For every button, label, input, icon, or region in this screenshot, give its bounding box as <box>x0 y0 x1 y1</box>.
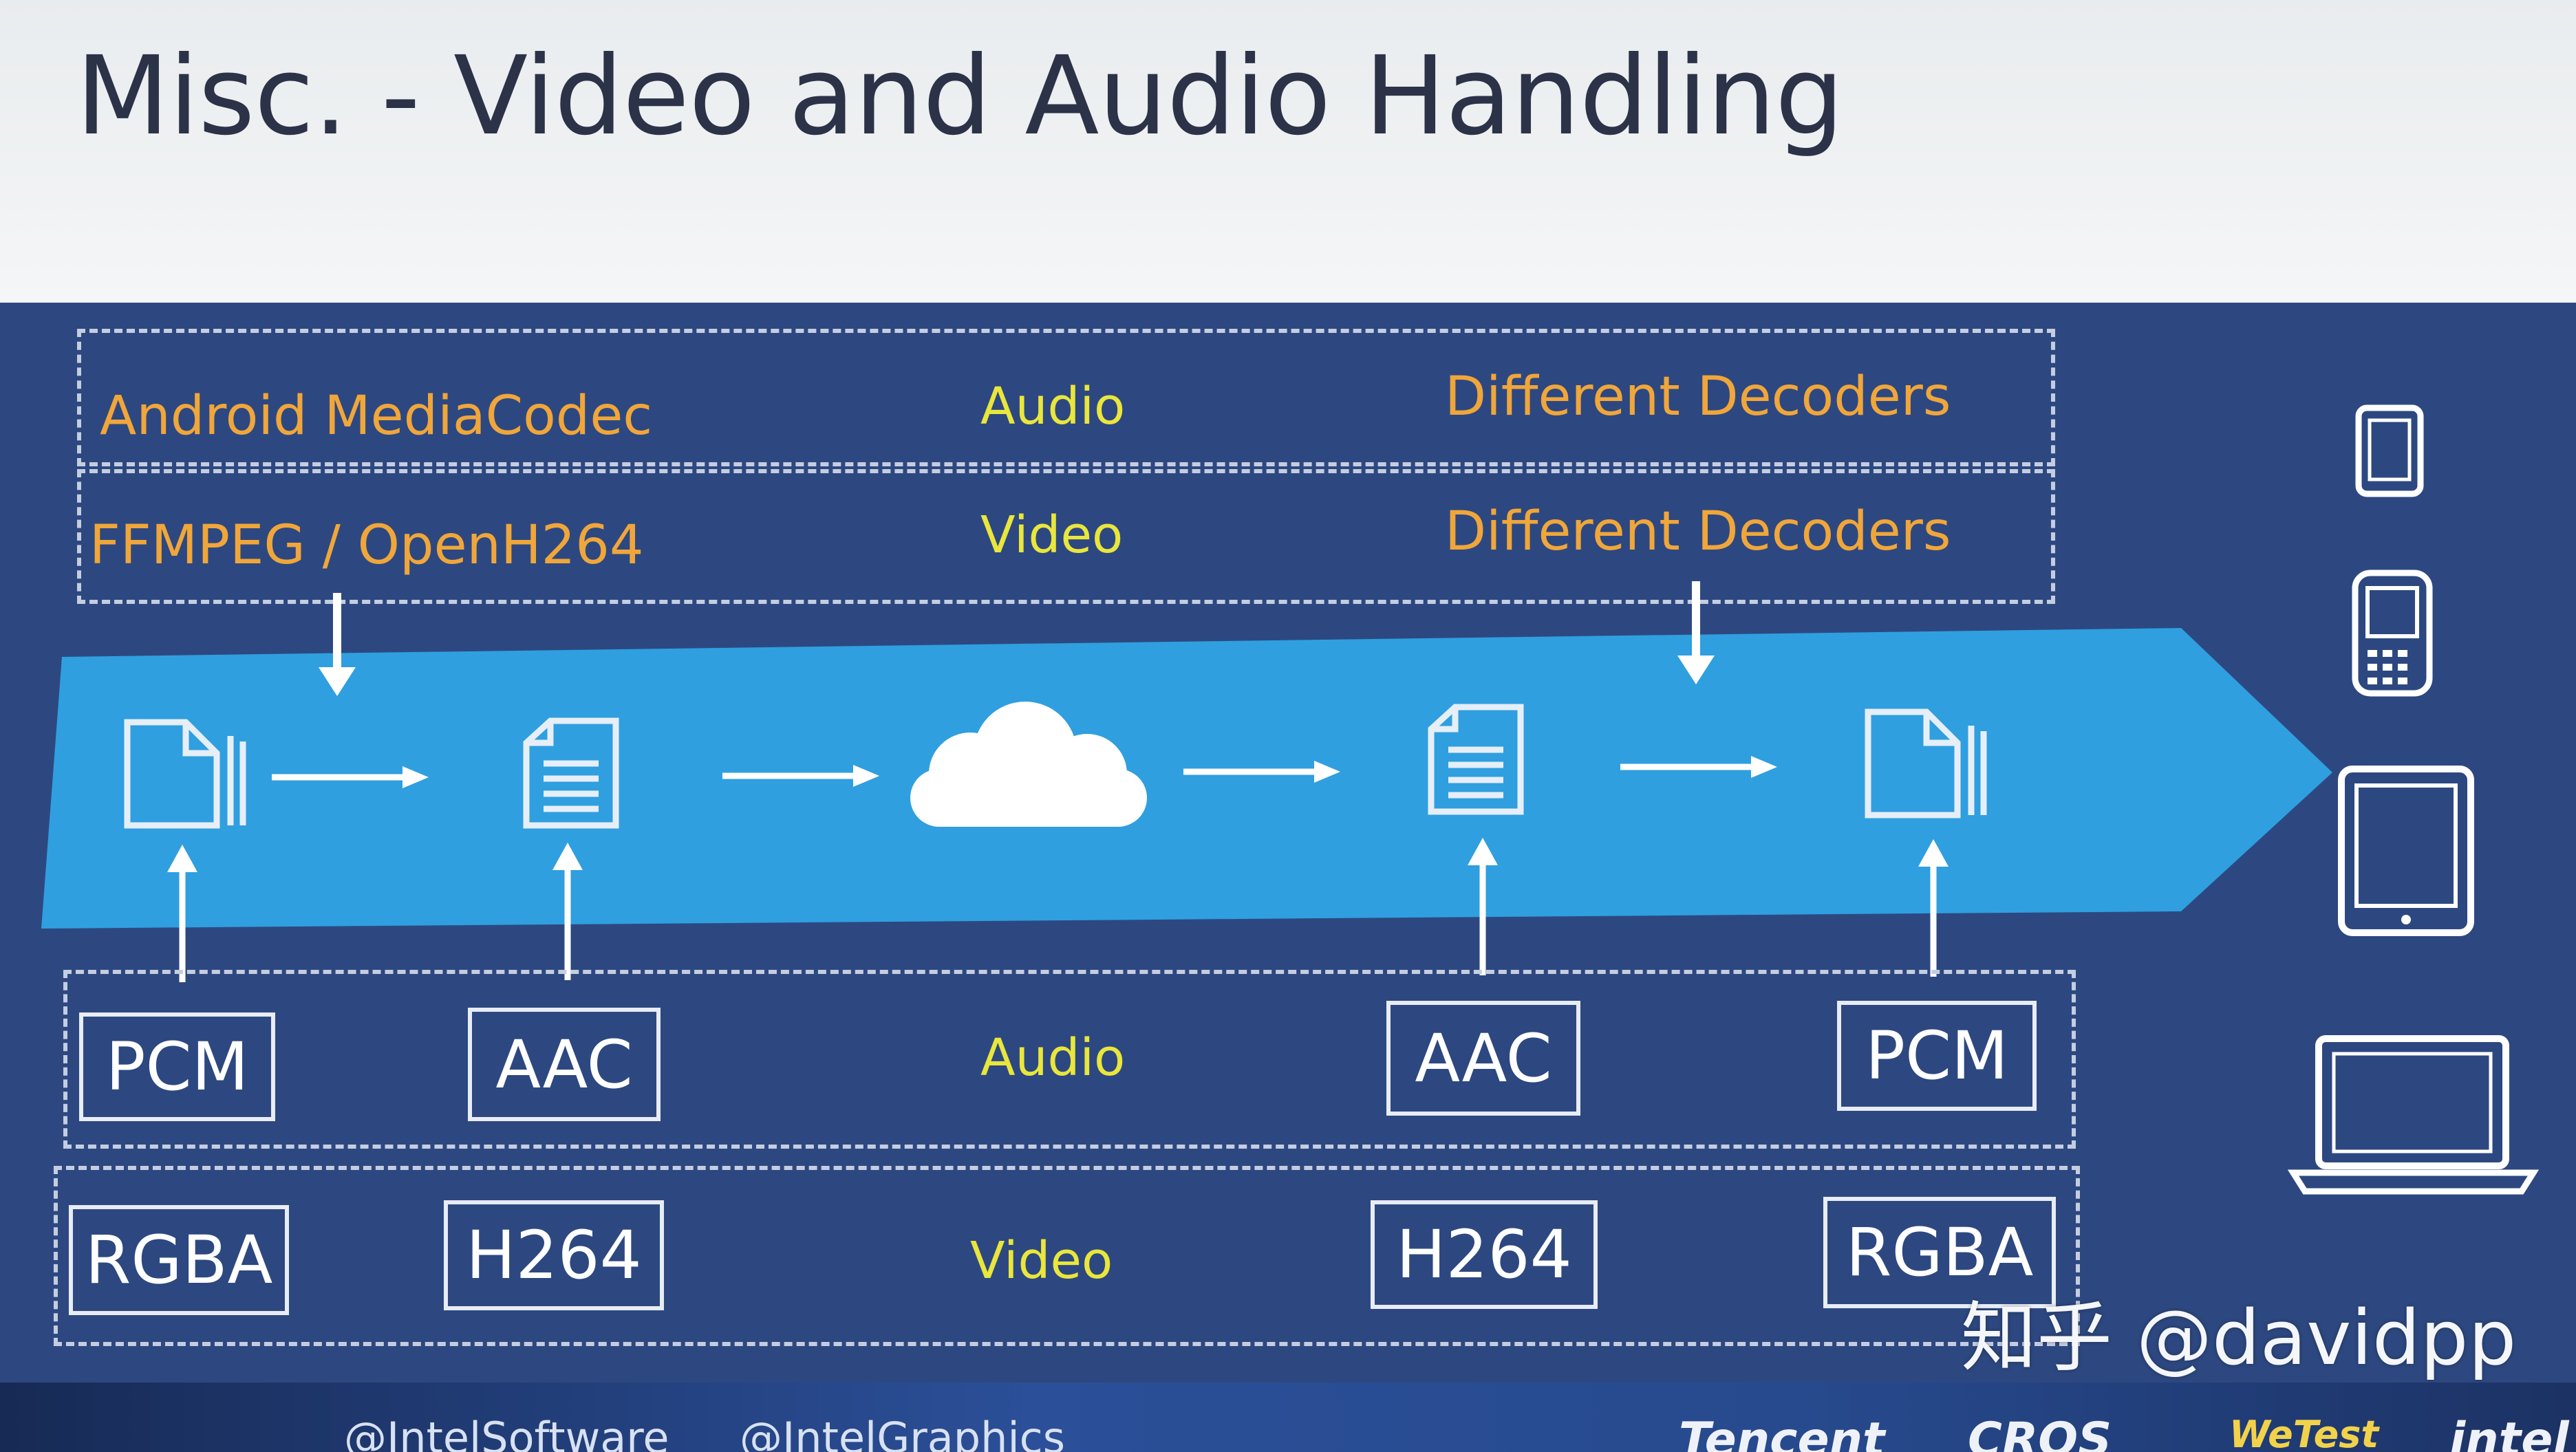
footer-strip: @IntelSoftware @IntelGraphics Tencent CR… <box>0 1383 2576 1452</box>
document-icon <box>1428 704 1524 815</box>
video-decoder-box <box>77 469 2055 604</box>
footer-handle-graphics: @IntelGraphics <box>740 1413 1066 1452</box>
flow-arrow-1 <box>272 766 429 788</box>
down-arrow-right <box>1677 581 1715 684</box>
title-area: Misc. - Video and Audio Handling <box>0 0 2576 303</box>
video-decoders-label: Different Decoders <box>1445 501 1951 563</box>
up-arrow-4 <box>1918 839 1949 977</box>
flow-arrow-2 <box>722 765 879 787</box>
audio-source-label: Android MediaCodec <box>100 385 653 447</box>
flow-arrow-3 <box>1183 761 1340 783</box>
up-arrow-2 <box>552 843 583 980</box>
audio-row-label: Audio <box>980 1028 1126 1087</box>
video-codec-rgba-in: RGBA <box>69 1205 289 1315</box>
footer-handle-software: @IntelSoftware <box>344 1413 669 1452</box>
audio-codec-pcm-in: PCM <box>79 1012 275 1121</box>
cloud-icon <box>910 702 1147 827</box>
video-source-label: FFMPEG / OpenH264 <box>89 514 644 576</box>
footer-logo-wetest: WeTest <box>2229 1413 2379 1452</box>
audio-codec-aac-out: AAC <box>1386 1001 1580 1116</box>
down-arrow-left <box>319 593 356 696</box>
pipeline-band <box>41 628 2332 929</box>
footer-logo-tencent: Tencent <box>1679 1413 1885 1452</box>
footer-logo-cros: CROS <box>1968 1413 2112 1452</box>
watermark: 知乎 @davidpp <box>1961 1294 2517 1382</box>
document-icon <box>523 717 619 829</box>
laptop-icon <box>2288 1035 2539 1195</box>
up-arrow-3 <box>1468 838 1498 975</box>
video-codec-h264-in: H264 <box>444 1200 664 1310</box>
flow-arrow-4 <box>1620 756 1777 778</box>
tablet-icon <box>2338 766 2474 936</box>
audio-decoders-label: Different Decoders <box>1445 366 1951 428</box>
audio-codec-row <box>63 970 2076 1149</box>
video-type-label: Video <box>980 506 1124 565</box>
video-row-label: Video <box>970 1231 1113 1290</box>
footer-logo-intel: intel <box>2449 1413 2569 1452</box>
up-arrow-1 <box>167 845 197 982</box>
audio-codec-pcm-out: PCM <box>1837 1001 2037 1111</box>
phone-icon <box>2355 404 2424 497</box>
stacked-files-icon <box>124 719 246 829</box>
audio-codec-aac-in: AAC <box>468 1008 661 1121</box>
video-codec-h264-out: H264 <box>1371 1200 1598 1309</box>
stacked-files-icon <box>1865 708 1987 819</box>
audio-type-label: Audio <box>980 377 1126 436</box>
video-codec-row <box>54 1166 2080 1346</box>
slide-title: Misc. - Video and Audio Handling <box>76 33 1844 160</box>
audio-decoder-box <box>77 329 2055 466</box>
video-codec-rgba-out: RGBA <box>1823 1197 2056 1308</box>
feature-phone-icon <box>2352 570 2433 697</box>
